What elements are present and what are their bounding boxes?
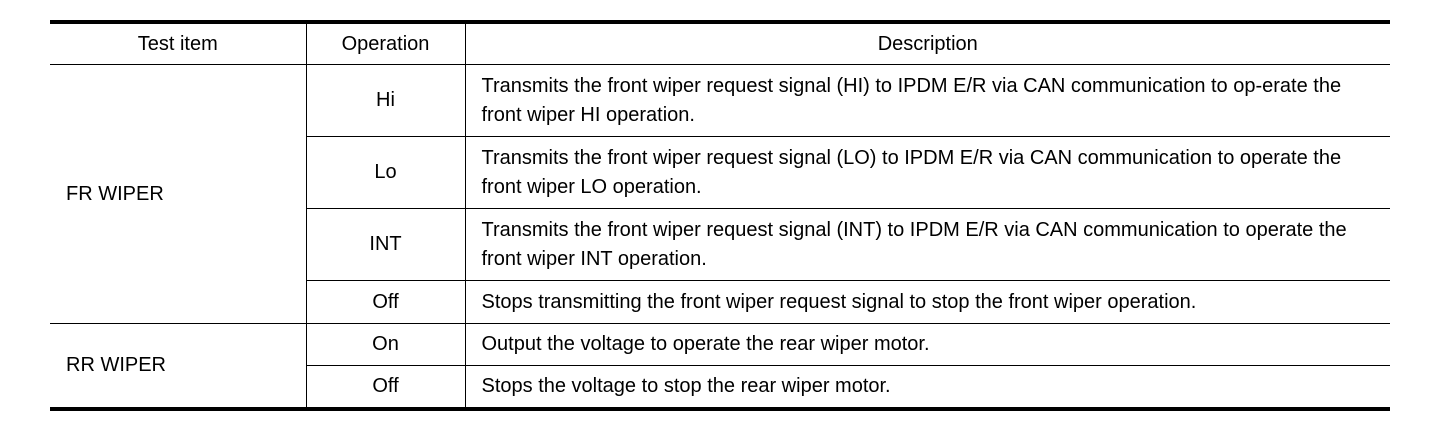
operation-cell: Hi (305, 64, 465, 137)
test-item-rr-wiper: RR WIPER (50, 323, 306, 411)
header-row: Test item Operation Description (50, 20, 1390, 65)
operation-cell: INT (305, 208, 465, 281)
operation-cell: Off (305, 365, 465, 411)
table-row-fr-hi: FR WIPER Hi Transmits the front wiper re… (50, 64, 1390, 324)
table-row-rr-on: RR WIPER On Output the voltage to operat… (50, 323, 1390, 411)
description-cell: Stops the voltage to stop the rear wiper… (464, 365, 1390, 411)
table-row-fr-int: INT Transmits the front wiper request si… (50, 208, 1390, 281)
operation-cell: Off (305, 280, 465, 324)
table-row-fr-lo: Lo Transmits the front wiper request sig… (50, 136, 1390, 209)
table-row-fr-off: Off Stops transmitting the front wiper r… (50, 280, 1390, 324)
operation-cell: On (305, 323, 465, 366)
description-cell: Transmits the front wiper request signal… (464, 208, 1390, 281)
table-row-rr-off: Off Stops the voltage to stop the rear w… (50, 365, 1390, 411)
header-operation: Operation (305, 20, 465, 65)
description-cell: Transmits the front wiper request signal… (464, 64, 1390, 137)
header-test-item: Test item (50, 20, 306, 65)
test-item-fr-wiper: FR WIPER (50, 64, 306, 324)
description-cell: Transmits the front wiper request signal… (464, 136, 1390, 209)
wiper-test-table: Test item Operation Description FR WIPER… (50, 20, 1390, 411)
header-description: Description (464, 20, 1390, 65)
operation-cell: Lo (305, 136, 465, 209)
description-cell: Stops transmitting the front wiper reque… (464, 280, 1390, 324)
description-cell: Output the voltage to operate the rear w… (464, 323, 1390, 366)
